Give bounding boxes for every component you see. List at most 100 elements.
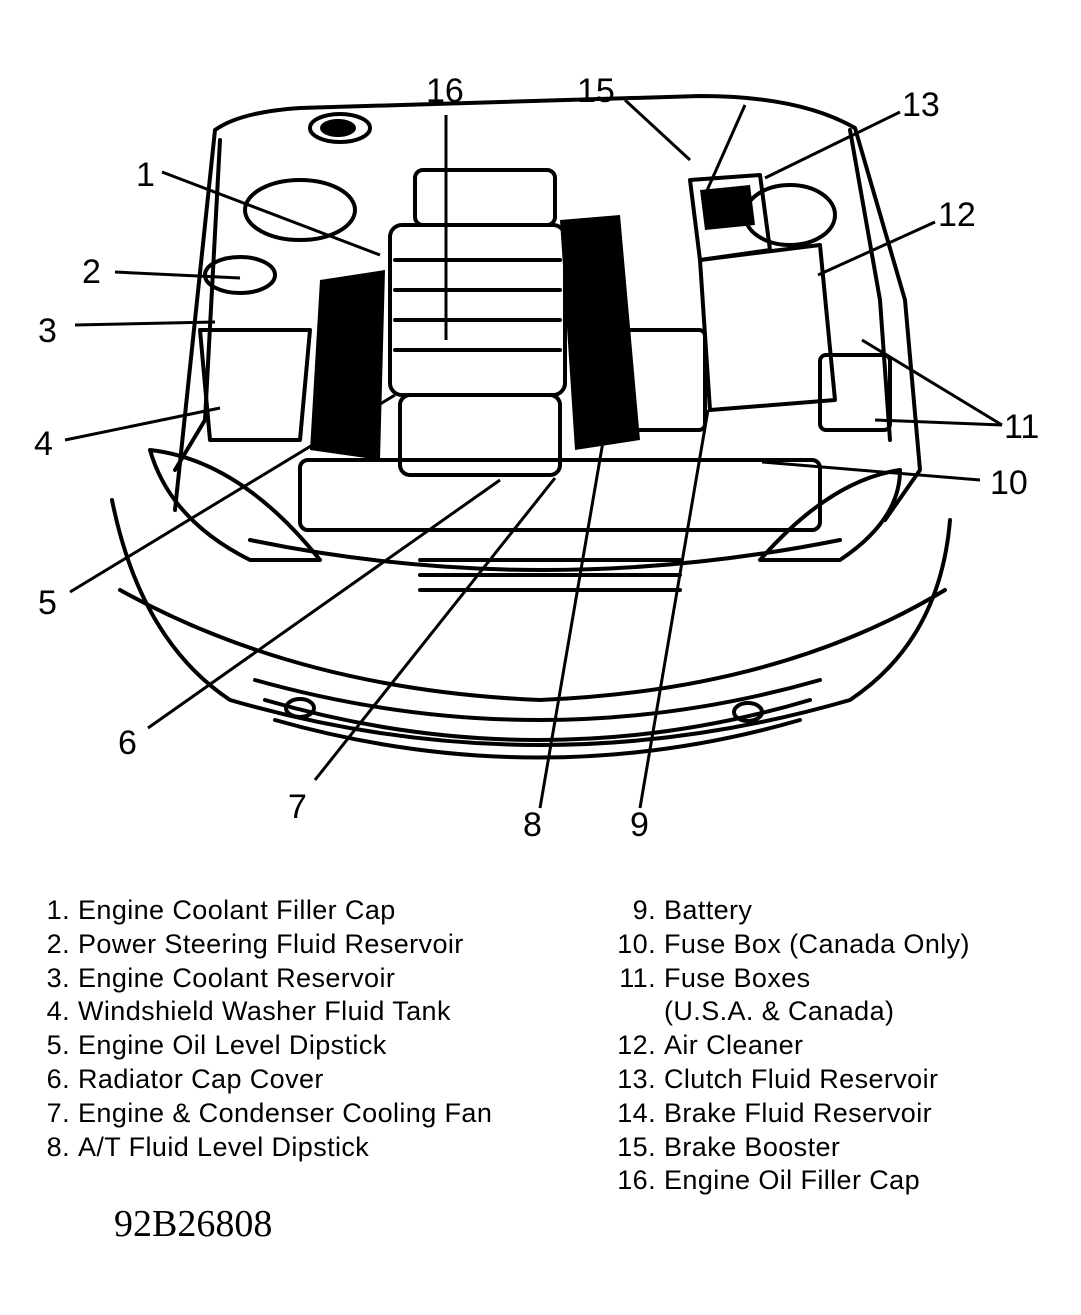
callout-8: 8 [523, 806, 542, 844]
leader-8 [538, 429, 607, 809]
callout-9: 9 [630, 806, 649, 844]
headlight-right [758, 468, 902, 562]
grille-bars [418, 558, 682, 592]
coolant-cap-left [203, 255, 277, 295]
legend-item: 16. Engine Oil Filler Cap [608, 1164, 970, 1198]
reservoir-cap-fill [320, 119, 356, 137]
grille-top [248, 538, 842, 572]
leader-14 [703, 104, 747, 196]
legend-number: 4. [46, 996, 70, 1027]
leader-11b [874, 418, 1003, 427]
callout-16: 16 [426, 72, 464, 110]
legend-item: (U.S.A. & Canada) [608, 995, 970, 1029]
legend-right-column: 9. Battery 10. Fuse Box (Canada Only) 11. F… [608, 894, 970, 1198]
lower-intake-2 [263, 698, 812, 742]
legend-label: Brake Fluid Reservoir [664, 1097, 932, 1128]
callout-10: 10 [990, 464, 1028, 502]
legend-number: 2. [46, 928, 70, 959]
leader-5 [69, 393, 396, 594]
leader-2 [114, 270, 241, 280]
hood-outline [173, 94, 922, 522]
callout-4: 4 [34, 425, 53, 463]
leader-13 [764, 110, 901, 180]
legend-item: 2. Power Steering Fluid Reservoir [36, 928, 492, 962]
legend-number: 6. [46, 1063, 70, 1094]
legend-number: 15. [617, 1131, 656, 1162]
legend-item: 13. Clutch Fluid Reservoir [608, 1063, 970, 1097]
air-cleaner-box [698, 243, 837, 412]
legend-label: Engine Coolant Filler Cap [78, 895, 396, 925]
fuse-box-right [818, 353, 892, 432]
legend-label: A/T Fluid Level Dipstick [78, 1131, 370, 1162]
legend-left-column: 1.Engine Coolant Filler Cap 2. Power Stee… [36, 894, 492, 1164]
legend-number: 14. [617, 1097, 656, 1128]
callout-5: 5 [38, 584, 57, 622]
inner-fender-right [848, 128, 892, 442]
engine-lower [398, 393, 562, 477]
callout-7: 7 [288, 788, 307, 826]
legend-item: 4. Windshield Washer Fluid Tank [36, 995, 492, 1029]
leader-4 [64, 406, 221, 442]
legend-item: 6. Radiator Cap Cover [36, 1063, 492, 1097]
callout-1: 1 [136, 156, 155, 194]
legend-number: 3. [46, 962, 70, 993]
lower-intake-1 [253, 678, 822, 722]
legend-label: Engine Oil Level Dipstick [78, 1030, 387, 1061]
legend-label: Engine Oil Filler Cap [664, 1165, 921, 1196]
strut-tower-left [243, 178, 357, 242]
legend-label: Air Cleaner [664, 1030, 804, 1061]
legend-label: Fuse Box (Canada Only) [664, 928, 970, 959]
leader-7 [313, 477, 557, 781]
legend-number: 16. [617, 1165, 656, 1196]
front-bumper [110, 498, 952, 747]
legend-item: 14. Brake Fluid Reservoir [608, 1097, 970, 1131]
leader-12 [817, 220, 936, 277]
callout-11: 11 [1004, 408, 1040, 446]
leader-11a [861, 338, 1003, 427]
callout-13: 13 [902, 86, 940, 124]
legend-number: 13. [617, 1063, 656, 1094]
callout-3: 3 [38, 312, 57, 350]
legend-number: 11. [619, 962, 656, 993]
headlight-left [148, 448, 322, 562]
legend-number: 10. [617, 928, 656, 959]
legend-label: Engine Coolant Reservoir [78, 962, 396, 993]
legend-item: 5.Engine Oil Level Dipstick [36, 1029, 492, 1063]
legend-label: Fuse Boxes [664, 962, 811, 993]
washer-tank [198, 328, 312, 442]
legend-number: 7. [46, 1097, 70, 1128]
bumper-line [118, 588, 947, 702]
legend-label: Battery [664, 895, 753, 925]
fog-lamp-left [284, 697, 316, 719]
engine-compartment-illustration [64, 94, 1003, 809]
fog-lamp-right [732, 701, 764, 723]
legend-label: Clutch Fluid Reservoir [664, 1063, 939, 1094]
legend-label: Power Steering Fluid Reservoir [78, 928, 464, 959]
figure-id: 92B26808 [114, 1203, 273, 1245]
leader-1 [161, 170, 381, 257]
legend-item: 11. Fuse Boxes [608, 962, 970, 996]
legend-item: 9. Battery [608, 894, 970, 928]
legend-item: 10. Fuse Box (Canada Only) [608, 928, 970, 962]
inner-fender-left [173, 138, 222, 472]
legend-item: 8. A/T Fluid Level Dipstick [36, 1131, 492, 1165]
legend-label: Windshield Washer Fluid Tank [78, 996, 451, 1027]
engine-ribs [393, 258, 562, 352]
legend-item: 7. Engine & Condenser Cooling Fan [36, 1097, 492, 1131]
callout-6: 6 [118, 724, 137, 762]
callout-15: 15 [577, 72, 615, 110]
legend-item: 3. Engine Coolant Reservoir [36, 962, 492, 996]
legend-label: (U.S.A. & Canada) [664, 996, 895, 1027]
intake-plenum [413, 168, 557, 227]
legend-label: Radiator Cap Cover [78, 1063, 324, 1094]
reservoir-cap [308, 112, 372, 144]
brake-booster-fill [700, 185, 755, 230]
legend-number: 8. [46, 1131, 70, 1162]
legend-item: 1.Engine Coolant Filler Cap [36, 894, 492, 928]
leader-10 [761, 460, 981, 482]
legend-number: 12. [617, 1030, 656, 1061]
legend-number: 9. [632, 895, 656, 925]
battery-shadow [600, 320, 625, 440]
legend-label: Engine & Condenser Cooling Fan [78, 1097, 493, 1128]
engine-bay-shadow-left [310, 270, 385, 460]
